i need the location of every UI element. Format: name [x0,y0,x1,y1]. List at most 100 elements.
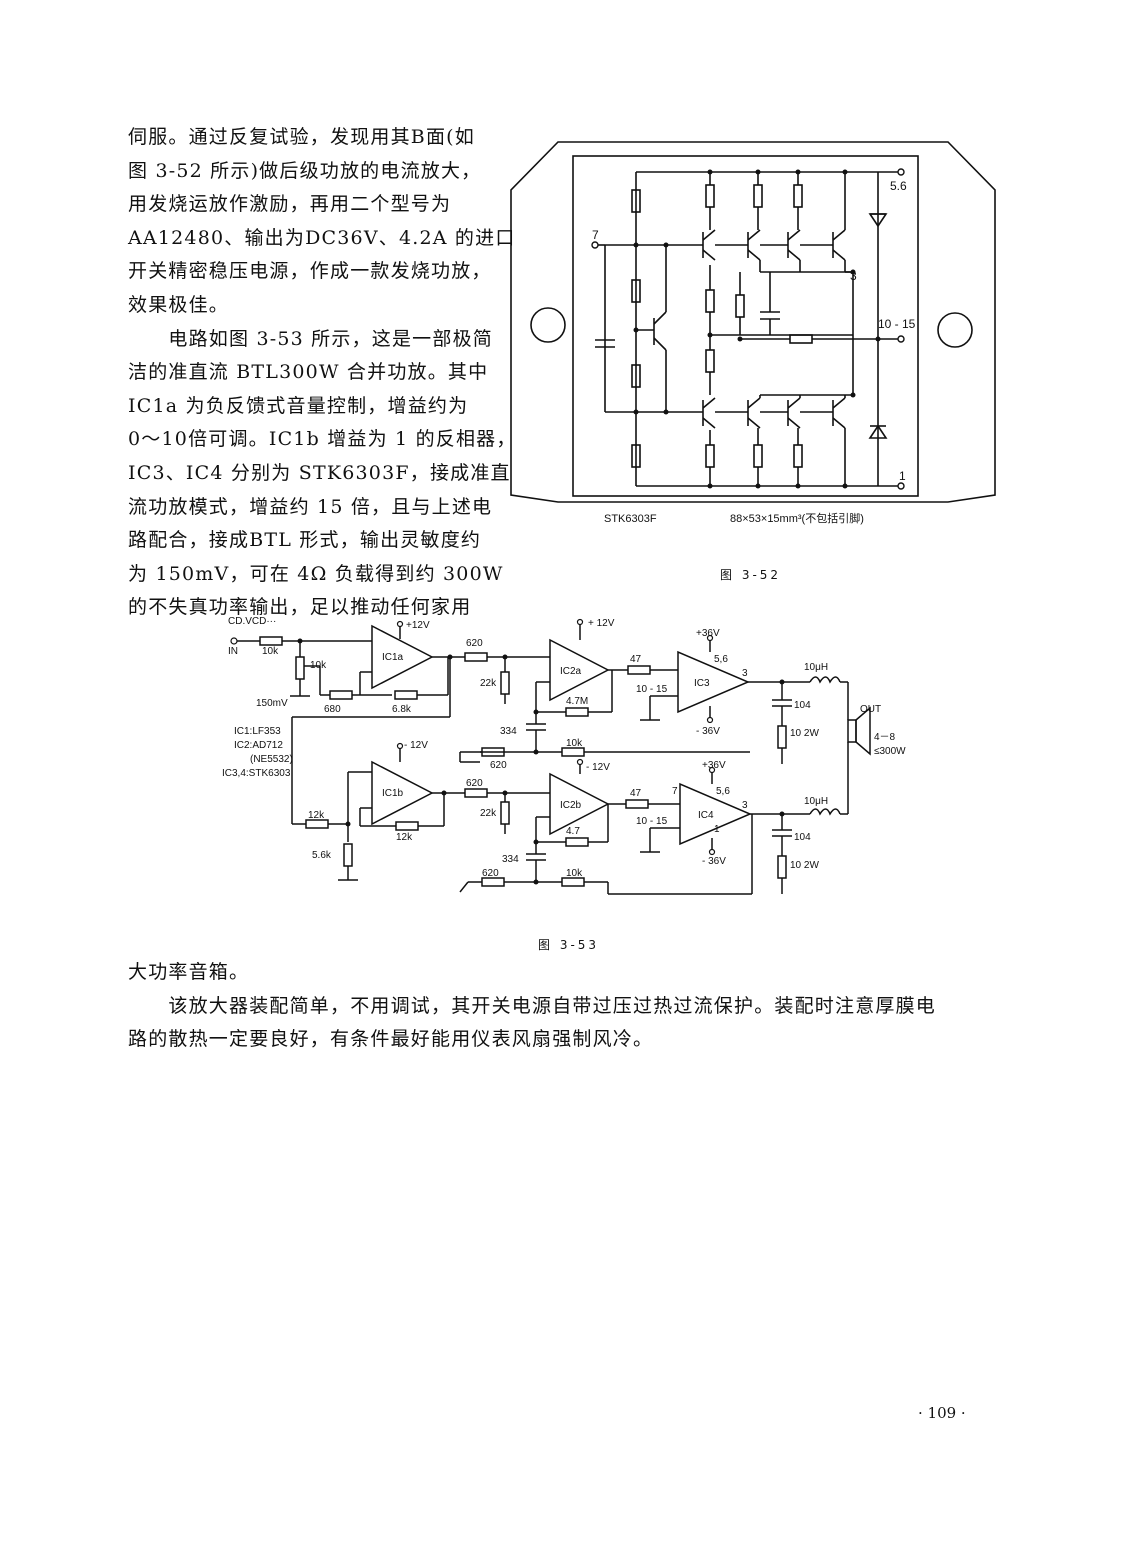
ic3-pin-5-6: 5,6 [714,654,728,665]
c334-b-label: 334 [502,854,519,865]
out-label: OUT [860,704,881,715]
ic2a-triangle [549,638,610,702]
r620-a-label: 620 [466,638,483,649]
diode-bottom [868,424,888,439]
sensitivity-label: 150mV [256,698,288,709]
r4-7m-label: 4.7M [566,696,588,707]
ic2a-label: IC2a [560,666,582,677]
stk6303f-diagram: 5.6 7 3 10 - 15 1 STK6303F 88×53×15mm³(不… [510,141,996,525]
power-label: ≤300W [874,746,906,757]
inductor-a-label: 10μH [804,662,828,673]
pin-label-3: 3 [850,269,857,283]
figure-3-53-caption: 图 3-53 [538,938,600,952]
text-line: IC1a 为负反馈式音量控制，增益约为 [128,394,469,417]
ic3-pin-3: 3 [742,668,748,679]
mounting-hole-right [937,312,973,348]
ic1a-supply: +12V [406,620,430,631]
size-label: 88×53×15mm³(不包括引脚) [730,511,864,525]
text-line: 开关精密稳压电源，作成一款发烧功放， [128,260,492,283]
ic4-pin-3: 3 [742,800,748,811]
figure-3-52: 5.6 7 3 10 - 15 1 STK6303F 88×53×15mm³(不… [508,140,998,534]
pin-label-1: 1 [899,469,906,483]
ic4-label: IC4 [698,810,714,821]
pin-1-dot [897,482,905,490]
pin-5-6-dot [897,168,905,176]
input-label: CD.VCD··· [228,616,276,627]
in-label: IN [228,646,238,657]
text-line: 大功率音箱。 [128,961,250,983]
ic4-minus-supply: - 36V [702,856,726,867]
text-line: 路的散热一定要良好，有条件最好能用仪表风扇强制风冷。 [128,1028,654,1051]
r6-8k-label: 6.8k [392,704,412,715]
mounting-hole-left [530,307,566,343]
closing-paragraph: 大功率音箱。 该放大器装配简单，不用调试，其开关电源自带过压过热过流保护。装配时… [128,956,936,1057]
text-line: 的不失真功率输出，足以推动任何家用 [128,596,472,619]
pin-label-10-15: 10 - 15 [878,317,916,331]
r10-2w-a-label: 10 2W [790,728,819,739]
pin-10-15-a-label: 10 - 15 [636,684,668,695]
text-line: 路配合，接成BTL 形式，输出灵敏度约 [128,529,482,552]
text-line: 0～10倍可调。IC1b 增益为 1 的反相器， [128,428,517,451]
r10k-a-label: 10k [566,738,583,749]
ic-legend-3: (NE5532) [250,754,293,765]
c104-b-label: 104 [794,832,811,843]
ic1a-label: IC1a [382,652,404,663]
model-label: STK6303F [604,513,657,525]
ic3-plus-supply: +36V [696,628,720,639]
ic4-pin-7: 7 [672,786,678,797]
r10k-b-label: 10k [566,868,583,879]
pin-10-15-b-label: 10 - 15 [636,816,668,827]
text-line: IC3、IC4 分别为 STK6303F，接成准直 [128,461,511,484]
load-label: 4－8 [874,732,896,743]
intro-paragraph: 伺服。通过反复试验，发现用其B面(如 图 3-52 所示)做后级功放的电流放大，… [128,121,517,625]
r4-7-label: 4.7 [566,826,580,837]
ic3-label: IC3 [694,678,710,689]
text-line: 为 150mV，可在 4Ω 负载得到约 300W [128,562,504,585]
text-line: 效果极佳。 [128,293,230,316]
figure-3-53: CD.VCD··· IN 10k 10k 150mV 680 6.8k IC1a… [220,612,920,916]
pin-7-dot [591,241,599,249]
pin-label-5-6: 5.6 [890,179,907,193]
c104-a-label: 104 [794,700,811,711]
text-line: 洁的准直流 BTL300W 合并功放。其中 [128,361,489,384]
ic-legend-4: IC3,4:STK6303 [222,768,291,779]
r22k-a-label: 22k [480,678,497,689]
package-outline [510,141,996,503]
r-input-label: 10k [262,646,279,657]
ic4-plus-supply: +36V [702,760,726,771]
text-line: 流功放模式，增益约 15 倍，且与上述电 [128,495,493,518]
r12k-a-label: 12k [308,810,325,821]
r12k-b-label: 12k [396,832,413,843]
text-line: 用发烧运放作激励，再用二个型号为 [128,193,452,216]
ic1b-label: IC1b [382,788,404,799]
pin-10-15-dot [897,335,905,343]
r620-b-label: 620 [490,760,507,771]
c334-a-label: 334 [500,726,517,737]
r680-label: 680 [324,704,341,715]
page-number: · 109 · [918,1404,966,1422]
text-line: 电路如图 3-53 所示，这是一部极简 [128,327,493,350]
ic1a-triangle [371,624,434,690]
r10-2w-b-label: 10 2W [790,860,819,871]
ic3-minus-supply: - 36V [696,726,720,737]
text-line: AA12480、输出为DC36V、4.2A 的进口 [128,226,516,249]
figure-3-52-caption: 图 3-52 [720,568,782,582]
ic3-triangle [677,650,750,714]
btl-amplifier-schematic: CD.VCD··· IN 10k 10k 150mV 680 6.8k IC1a… [222,616,906,895]
r5-6k-label: 5.6k [312,850,332,861]
ic1b-triangle [371,760,434,826]
r47-b-label: 47 [630,788,642,799]
r620-d-label: 620 [482,868,499,879]
ic1b-supply: - 12V [404,740,428,751]
text-line: 伺服。通过反复试验，发现用其B面(如 [128,126,475,148]
pin-label-7: 7 [592,228,599,242]
ic2b-supply: - 12V [586,762,610,773]
ic2b-label: IC2b [560,800,582,811]
text-line: 图 3-52 所示)做后级功放的电流放大， [128,159,482,182]
ic-legend-1: IC1:LF353 [234,726,281,737]
pot-label: 10k [310,660,327,671]
inductor-b-label: 10μH [804,796,828,807]
text-line: 该放大器装配简单，不用调试，其开关电源自带过压过热过流保护。装配时注意厚膜电 [128,994,937,1017]
r22k-b-label: 22k [480,808,497,819]
r47-a-label: 47 [630,654,642,665]
